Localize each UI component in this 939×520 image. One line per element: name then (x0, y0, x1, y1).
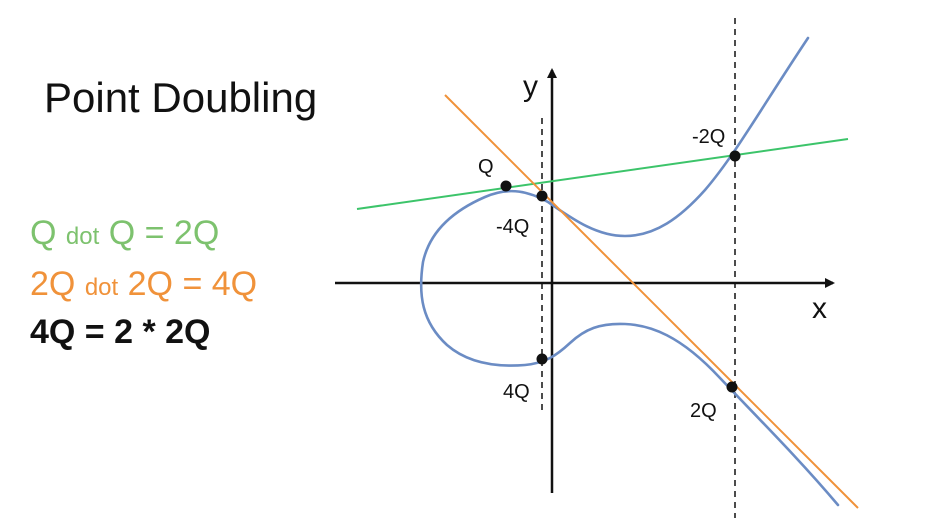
point-four-q (536, 353, 548, 365)
eq1-lhs: Q (30, 214, 57, 252)
equation-2q-dot-2q: 2Q dot 2Q = 4Q (30, 265, 257, 304)
y-axis-label: y (523, 70, 538, 103)
point-q (500, 180, 512, 192)
label-neg-four-q: -4Q (496, 216, 529, 238)
elliptic-curve (419, 36, 840, 507)
title: Point Doubling (44, 74, 318, 121)
x-axis-label: x (812, 292, 827, 325)
point-neg-two-q (729, 150, 741, 162)
label-q: Q (478, 156, 494, 178)
equation-q-dot-q: Q dot Q = 2Q (30, 214, 219, 253)
equation-4q: 4Q = 2 * 2Q (30, 313, 211, 351)
eq2-lhs: 2Q (30, 265, 76, 303)
label-four-q: 4Q (503, 381, 530, 403)
point-neg-four-q (536, 190, 548, 202)
point-two-q (726, 381, 738, 393)
eq1-rhs: Q = 2Q (108, 214, 220, 252)
label-two-q: 2Q (690, 400, 717, 422)
tangent-line-2q (444, 94, 859, 509)
eq2-rhs: 2Q = 4Q (127, 265, 258, 303)
label-neg-two-q: -2Q (692, 126, 725, 148)
tangent-line-q (356, 138, 849, 210)
eq1-op: dot (65, 223, 100, 250)
eq2-op: dot (84, 274, 119, 301)
